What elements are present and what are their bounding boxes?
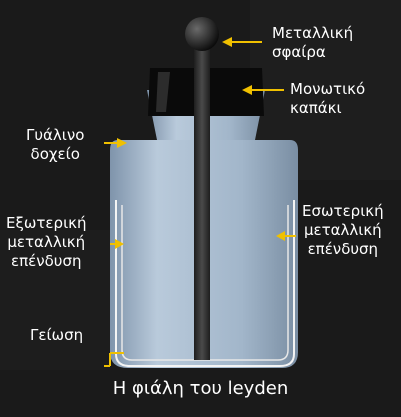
- metal-rod: [194, 38, 210, 360]
- label-insulating-lid: Μονωτικό καπάκι: [290, 80, 366, 117]
- label-outer-metal-coating: Εξωτερική μεταλλική επένδυση: [6, 214, 87, 270]
- diagram-caption: Η φιάλη του leyden: [112, 378, 289, 399]
- label-inner-metal-coating: Εσωτερική μεταλλική επένδυση: [302, 202, 384, 258]
- pointer-arrows: [104, 37, 296, 249]
- label-ground: Γείωση: [30, 326, 84, 344]
- label-metal-sphere: Μεταλλική σφαίρα: [272, 24, 354, 61]
- ground-line: [104, 352, 124, 367]
- metal-sphere: [185, 17, 219, 51]
- outer-metal-coating: [115, 200, 295, 367]
- label-glass-container: Γυάλινο δοχείο: [26, 126, 85, 163]
